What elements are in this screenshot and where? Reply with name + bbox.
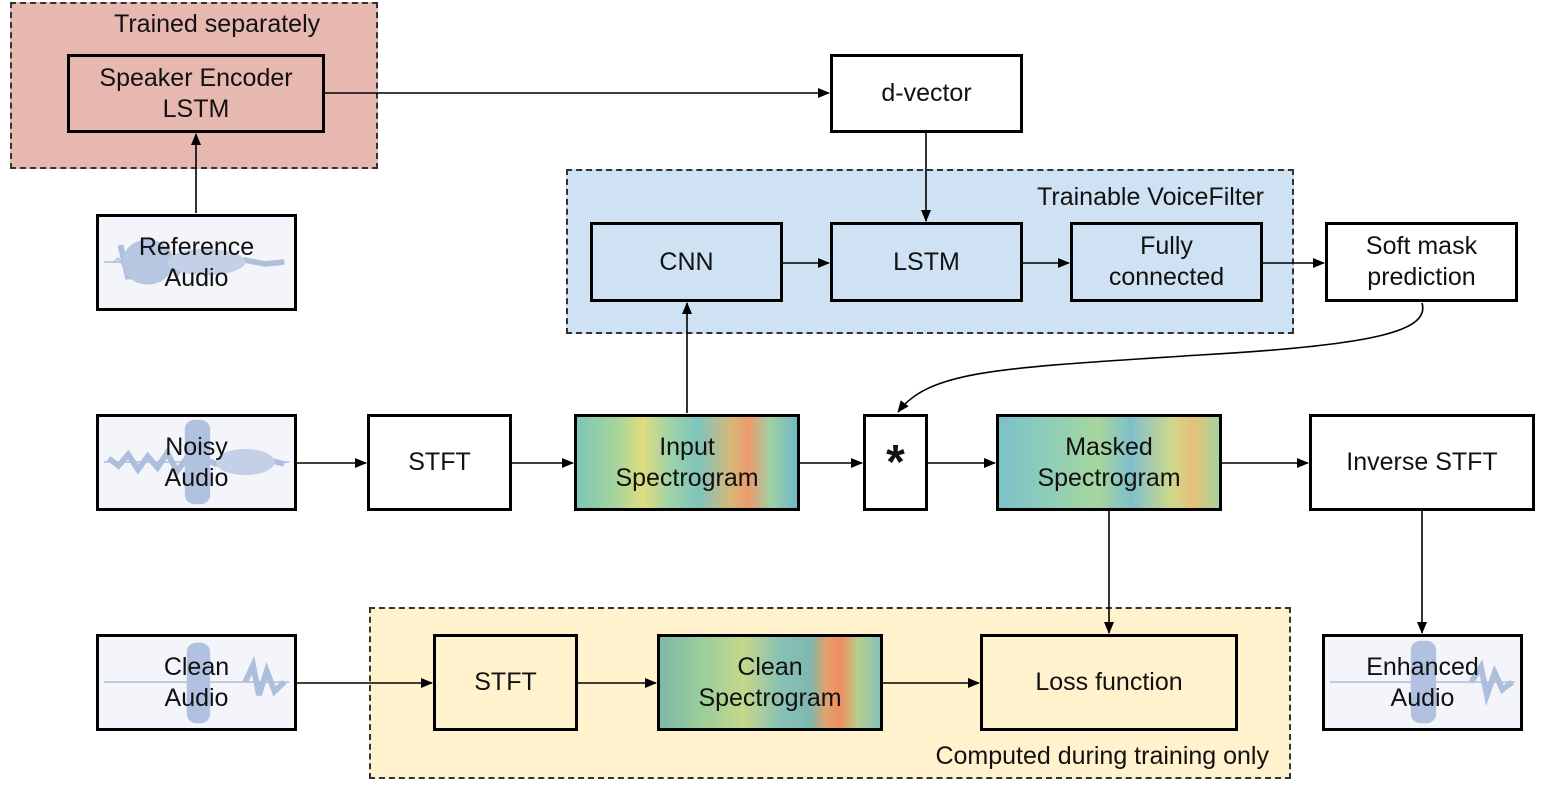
noisy-audio-label: Noisy Audio [164,432,229,492]
waveform-icon [103,642,290,724]
reference-audio-box: Reference Audio [96,214,297,311]
clean-audio-label: Clean Audio [163,652,230,712]
masked-spectrogram-box: Masked Spectrogram [996,414,1222,511]
training-only-label: Computed during training only [935,742,1269,770]
d-vector-label: d-vector [881,79,972,107]
soft-mask-box: Soft mask prediction [1325,222,1518,302]
voicefilter-label: Trainable VoiceFilter [1037,183,1264,211]
waveform-icon [103,239,285,285]
inverse-stft-box: Inverse STFT [1309,414,1535,511]
speaker-encoder-label: Speaker Encoder LSTM [99,63,293,123]
waveform-icon [1329,640,1516,724]
fully-connected-label: Fully connected [1108,232,1225,291]
input-spectrogram-box: Input Spectrogram [574,414,800,511]
lstm-label: LSTM [893,247,960,276]
multiply-operator-box: * [863,414,928,511]
clean-spectrogram-box: Clean Spectrogram [657,634,883,731]
clean-spectrogram-label: Clean Spectrogram [698,652,842,712]
stft-clean-box: STFT [433,634,578,731]
clean-audio-box: Clean Audio [96,634,297,731]
enhanced-audio-label: Enhanced Audio [1366,652,1479,712]
loss-function-box: Loss function [980,634,1238,731]
trained-separately-label: Trained separately [114,10,321,38]
stft-noisy-label: STFT [408,448,471,476]
speaker-encoder-box: Speaker Encoder LSTM [67,54,325,133]
input-spectrogram-label: Input Spectrogram [615,432,759,492]
noisy-audio-box: Noisy Audio [96,414,297,511]
reference-audio-label: Reference Audio [138,232,255,292]
cnn-label: CNN [659,247,714,276]
soft-mask-label: Soft mask prediction [1365,232,1478,291]
loss-function-label: Loss function [1035,668,1183,696]
lstm-box: LSTM [830,222,1023,302]
enhanced-audio-box: Enhanced Audio [1322,634,1523,731]
fully-connected-box: Fully connected [1070,222,1263,302]
d-vector-box: d-vector [830,54,1023,133]
stft-noisy-box: STFT [367,414,512,511]
inverse-stft-label: Inverse STFT [1346,448,1498,476]
multiply-operator-label: * [886,435,905,489]
masked-spectrogram-label: Masked Spectrogram [1037,432,1181,492]
cnn-box: CNN [590,222,783,302]
waveform-icon [103,419,290,505]
stft-clean-label: STFT [474,668,537,696]
